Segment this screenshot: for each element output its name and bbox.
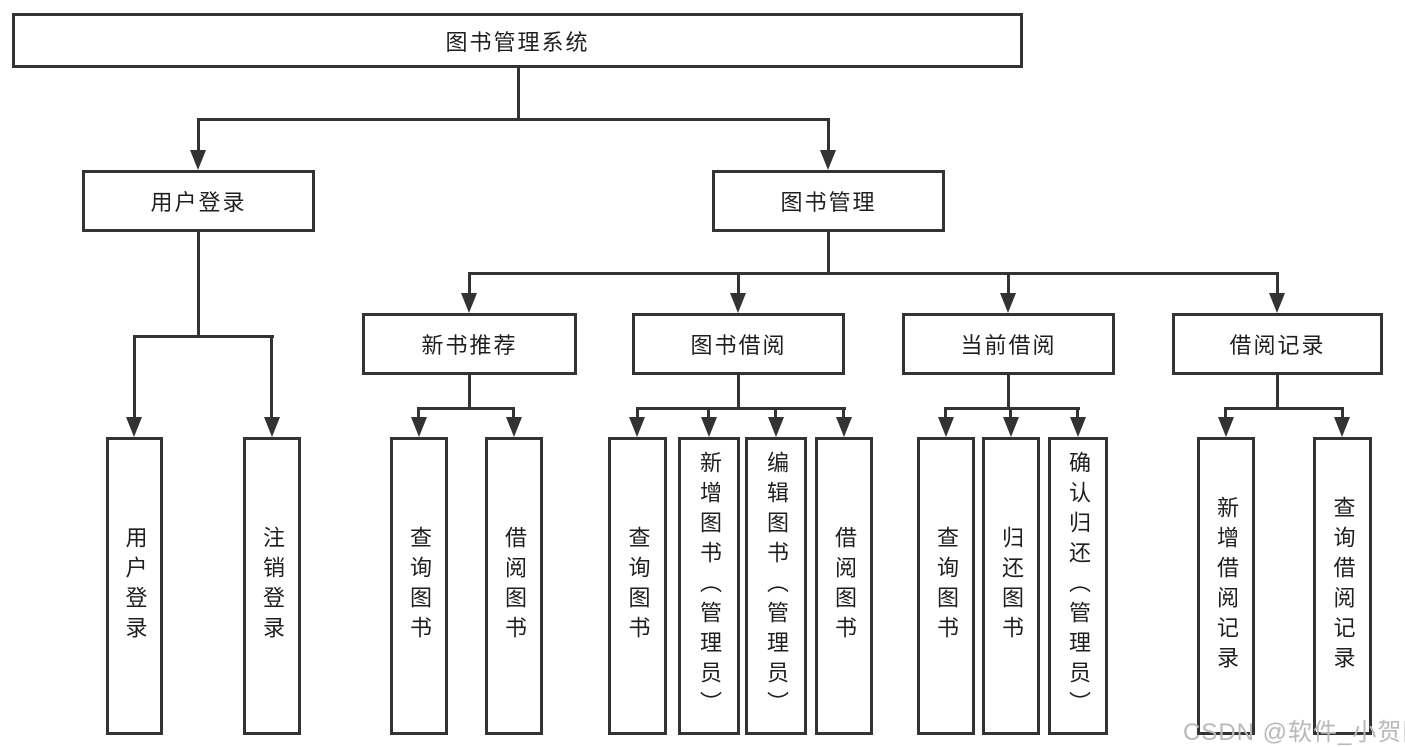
connector-book-borrow-stem: [737, 375, 740, 410]
arrowhead: [1218, 417, 1234, 437]
connector-stem-leaf: [707, 407, 710, 421]
leaf-label: 确认归还（管理员）: [1066, 451, 1091, 721]
leaf-label: 用户登录: [122, 526, 148, 646]
connector-stem-leaf: [1009, 407, 1012, 421]
leaf-records-add-record: 新增借阅记录: [1197, 437, 1255, 735]
leaf-label: 查询图书: [934, 526, 959, 646]
arrowhead: [1000, 293, 1016, 313]
leaf-label: 查询借阅记录: [1330, 496, 1356, 676]
leaf-borrow-add-books-admin: 新增图书（管理员）: [678, 437, 740, 735]
arrowhead: [768, 417, 784, 437]
arrowhead: [126, 417, 142, 437]
leaf-label: 注销登录: [260, 526, 285, 646]
arrowhead: [461, 293, 477, 313]
arrowhead: [264, 417, 280, 437]
node-label: 用户登录: [150, 190, 247, 215]
connector-user-login-stem: [197, 232, 200, 338]
leaf-current-query-books: 查询图书: [917, 437, 975, 735]
leaf-label: 归还图书: [999, 526, 1024, 646]
leaf-label: 查询图书: [625, 526, 651, 646]
connector-root-stem: [517, 68, 520, 120]
connector-stem-book-management: [827, 118, 830, 154]
leaf-borrow-borrow-books: 借阅图书: [815, 437, 873, 735]
connector-stem-borrow-records: [1276, 272, 1279, 296]
node-label: 图书管理系统: [445, 29, 590, 55]
leaf-label: 查询图书: [407, 526, 432, 646]
connector-stem-leaf: [512, 407, 515, 421]
node-label: 图书借阅: [690, 333, 787, 358]
node-borrow-records: 借阅记录: [1172, 313, 1383, 375]
node-label: 图书管理: [780, 190, 877, 215]
arrowhead: [629, 417, 645, 437]
connector-stem-leaf: [417, 407, 420, 421]
connector-current-borrow-distributor: [944, 407, 1080, 410]
arrowhead: [1003, 417, 1019, 437]
connector-stem-leaf: [1224, 407, 1227, 421]
leaf-label: 借阅图书: [832, 526, 857, 646]
csdn-watermark: CSDN @软件_小贺同学: [1183, 719, 1405, 746]
connector-stem-current-borrow: [1007, 272, 1010, 296]
connector-borrow-records-distributor: [1224, 407, 1343, 410]
connector-stem-login-leaf: [133, 335, 136, 421]
connector-current-borrow-stem: [1007, 375, 1010, 410]
arrowhead: [190, 150, 206, 170]
arrowhead: [1334, 417, 1350, 437]
node-new-books: 新书推荐: [362, 313, 577, 375]
connector-root-distributor: [197, 118, 830, 121]
node-label: 新书推荐: [421, 333, 518, 358]
leaf-borrow-edit-books-admin: 编辑图书（管理员）: [745, 437, 807, 735]
leaf-current-return-books: 归还图书: [982, 437, 1040, 735]
arrowhead: [411, 417, 427, 437]
leaf-logout: 注销登录: [243, 437, 301, 735]
connector-stem-new-books: [468, 272, 471, 296]
arrowhead: [506, 417, 522, 437]
node-book-borrow: 图书借阅: [632, 313, 845, 375]
connector-stem-leaf: [842, 407, 845, 421]
node-root-system: 图书管理系统: [12, 13, 1023, 68]
connector-book-borrow-distributor: [636, 407, 846, 410]
leaf-current-confirm-return-admin: 确认归还（管理员）: [1048, 437, 1108, 735]
node-label: 当前借阅: [960, 333, 1057, 358]
connector-book-management-stem: [827, 232, 830, 275]
connector-new-books-distributor: [417, 407, 515, 410]
arrowhead: [836, 417, 852, 437]
node-label: 借阅记录: [1229, 333, 1326, 358]
arrowhead: [1269, 293, 1285, 313]
arrowhead: [730, 293, 746, 313]
leaf-label: 新增图书（管理员）: [697, 451, 722, 721]
arrowhead: [820, 150, 836, 170]
connector-stem-book-borrow: [737, 272, 740, 296]
connector-stem-leaf: [636, 407, 639, 421]
connector-stem-leaf: [1076, 407, 1079, 421]
connector-stem-user-login: [197, 118, 200, 154]
leaf-newbooks-borrow-books: 借阅图书: [485, 437, 543, 735]
leaf-label: 借阅图书: [502, 526, 527, 646]
connector-new-books-stem: [468, 375, 471, 410]
connector-stem-leaf: [944, 407, 947, 421]
leaf-label: 新增借阅记录: [1214, 496, 1239, 676]
leaf-borrow-query-books: 查询图书: [608, 437, 667, 735]
connector-user-login-distributor: [133, 335, 274, 338]
node-user-login: 用户登录: [82, 170, 315, 232]
connector-stem-leaf: [1341, 407, 1344, 421]
node-current-borrow: 当前借阅: [902, 313, 1115, 375]
arrowhead: [701, 417, 717, 437]
node-book-management: 图书管理: [712, 170, 945, 232]
leaf-records-query-record: 查询借阅记录: [1313, 437, 1372, 735]
leaf-user-login: 用户登录: [106, 437, 163, 735]
arrowhead: [1070, 417, 1086, 437]
leaf-label: 编辑图书（管理员）: [764, 451, 789, 721]
connector-borrow-records-stem: [1276, 375, 1279, 410]
connector-book-management-distributor: [468, 272, 1279, 275]
connector-stem-logout-leaf: [270, 335, 273, 421]
arrowhead: [938, 417, 954, 437]
leaf-newbooks-query-books: 查询图书: [390, 437, 448, 735]
connector-stem-leaf: [774, 407, 777, 421]
